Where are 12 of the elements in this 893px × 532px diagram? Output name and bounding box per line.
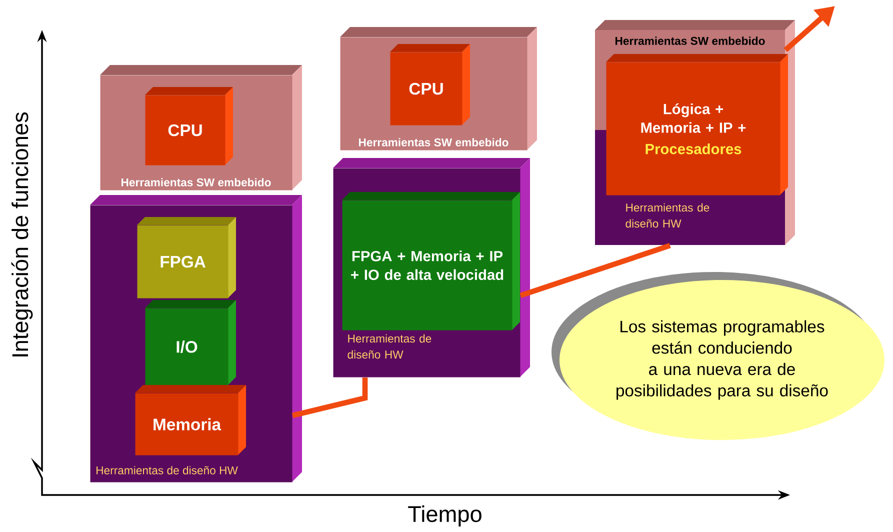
cpu-block: CPU: [390, 44, 470, 126]
logic-block: Lógica + Memoria + IP + Procesadores: [606, 54, 788, 196]
io-block: I/O: [145, 300, 236, 386]
axis-label: Integración de funciones: [11, 112, 33, 356]
cpu-block: CPU: [145, 87, 233, 166]
memory-block: Memoria: [135, 385, 246, 456]
connector-line: [520, 243, 671, 298]
fpga-block: FPGA + Memoria + IP + IO de alta velocidad: [342, 192, 520, 330]
connector-line: [292, 378, 368, 418]
axis-label: Tiempo: [408, 505, 482, 527]
fpga-block: FPGA: [137, 217, 236, 298]
node-label: Herramientas SW embebido: [615, 36, 765, 45]
